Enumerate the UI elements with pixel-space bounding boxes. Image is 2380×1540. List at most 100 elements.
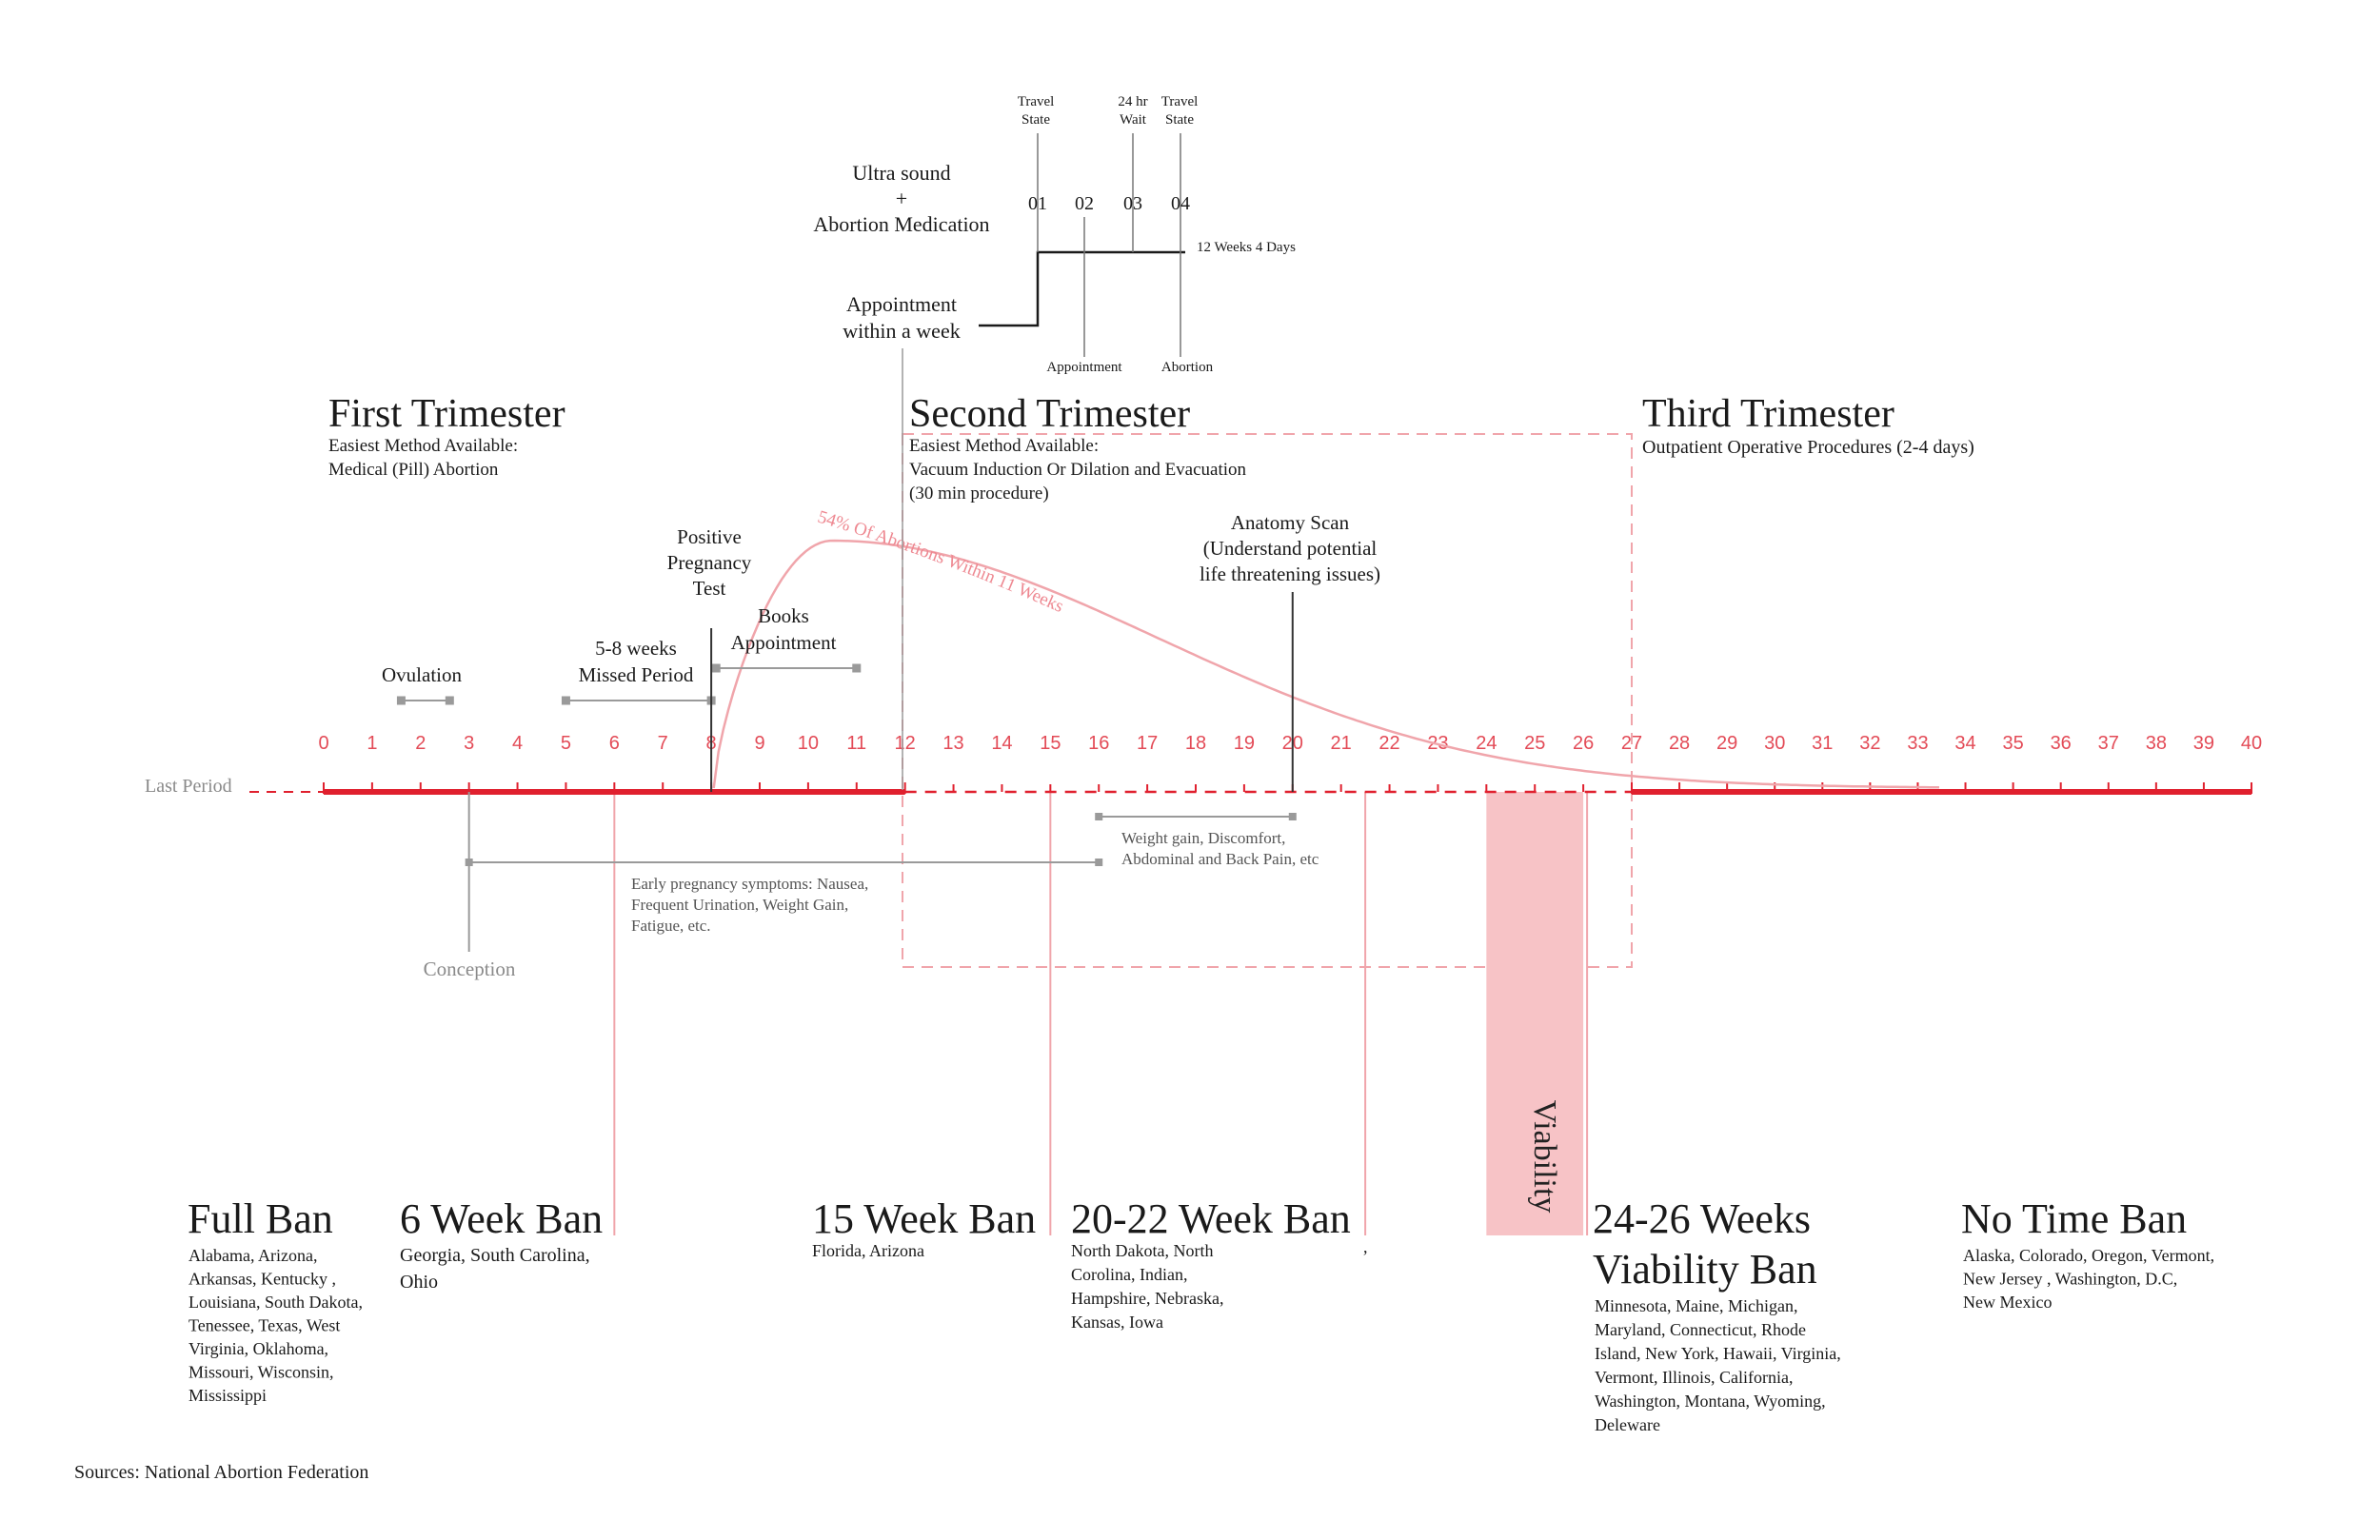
- week-tick-label: 25: [1524, 733, 1545, 754]
- anatomy-scan-line1: Anatomy Scan: [1231, 511, 1350, 534]
- state-list-line: North Dakota, North: [1071, 1241, 1213, 1260]
- viability-ban-section: 24-26 Weeks Viability Ban Minnesota, Mai…: [1593, 1195, 1841, 1434]
- early-symptoms-end: [1095, 859, 1103, 866]
- week-tick-label: 1: [367, 733, 377, 754]
- missed-period-line1: 5-8 weeks: [595, 637, 677, 660]
- fifteen-week-ban-section: 15 Week Ban Florida, Arizona: [812, 1195, 1036, 1260]
- appointment-line2: within a week: [843, 319, 960, 343]
- week-tick-label: 3: [464, 733, 474, 754]
- books-appointment-line2: Appointment: [731, 631, 837, 654]
- week-tick-label: 21: [1331, 733, 1352, 754]
- viability-label: Viability: [1527, 1100, 1562, 1214]
- week-tick-label: 9: [754, 733, 764, 754]
- week-tick-label: 35: [2002, 733, 2023, 754]
- books-appointment-bracket-end: [852, 663, 862, 673]
- state-list-line: New Jersey , Washington, D.C,: [1963, 1270, 2177, 1289]
- week-tick-label: 38: [2146, 733, 2167, 754]
- week-tick-label: 22: [1378, 733, 1399, 754]
- abortion-distribution-curve: [712, 539, 1939, 789]
- second-trimester-line2: Vacuum Induction Or Dilation and Evacuat…: [909, 460, 1247, 480]
- week-tick-label: 27: [1621, 733, 1642, 754]
- six-week-ban-states: Georgia, South Carolina,Ohio: [400, 1245, 590, 1293]
- full-ban-states: Alabama, Arizona,Arkansas, Kentucky ,Lou…: [188, 1246, 363, 1405]
- step-03: 03: [1123, 193, 1142, 214]
- travel2-line2: State: [1165, 112, 1194, 128]
- conception-label: Conception: [424, 958, 516, 980]
- early-symptoms-start: [465, 859, 473, 866]
- first-trimester-line2: Medical (Pill) Abortion: [328, 460, 499, 480]
- week-tick-label: 2: [415, 733, 426, 754]
- ultrasound-line1: Ultra sound: [852, 161, 950, 185]
- weight-gain-line1: Weight gain, Discomfort,: [1121, 829, 1285, 847]
- state-list-line: Hampshire, Nebraska,: [1071, 1289, 1223, 1308]
- viability-ban-states: Minnesota, Maine, Michigan,Maryland, Con…: [1595, 1296, 1841, 1434]
- week-tick-label: 17: [1137, 733, 1158, 754]
- week-tick-label: 31: [1812, 733, 1833, 754]
- curve-label: 54% Of Abortions Within 11 Weeks: [816, 507, 1067, 617]
- anatomy-scan-line3: life threatening issues): [1200, 563, 1380, 585]
- travel1-line1: Travel: [1018, 94, 1055, 109]
- positive-test-line2: Pregnancy: [667, 551, 752, 574]
- event-markers: [396, 592, 1297, 952]
- fifteen-week-ban-states: Florida, Arizona: [812, 1241, 924, 1260]
- missed-period-line2: Missed Period: [579, 663, 694, 686]
- week-tick-label: 14: [991, 733, 1012, 754]
- books-appointment-bracket-start: [711, 663, 721, 673]
- state-list-line: Tenessee, Texas, West: [188, 1316, 340, 1335]
- week-tick-label: 33: [1907, 733, 1928, 754]
- week-tick-label: 18: [1185, 733, 1206, 754]
- viability-region: [1486, 792, 1584, 1235]
- step-01: 01: [1028, 193, 1047, 214]
- week-tick-label: 30: [1764, 733, 1785, 754]
- state-list-line: Mississippi: [188, 1386, 267, 1405]
- weight-gain-start: [1095, 813, 1103, 820]
- state-list-line: Vermont, Illinois, California,: [1595, 1368, 1793, 1387]
- wait-line1: 24 hr: [1118, 94, 1147, 109]
- state-list-line: Florida, Arizona: [812, 1241, 924, 1260]
- positive-test-line3: Test: [693, 577, 726, 600]
- week-tick-label: 26: [1573, 733, 1594, 754]
- week-tick-label: 10: [798, 733, 819, 754]
- first-trimester-line1: Easiest Method Available:: [328, 436, 518, 456]
- state-list-line: Alaska, Colorado, Oregon, Vermont,: [1963, 1246, 2214, 1265]
- state-list-line: Maryland, Connecticut, Rhode: [1595, 1320, 1806, 1339]
- viability-ban-title-line1: 24-26 Weeks: [1593, 1195, 1811, 1242]
- books-appointment-line1: Books: [758, 604, 809, 627]
- week-tick-label: 32: [1859, 733, 1880, 754]
- week-tick-label: 16: [1088, 733, 1109, 754]
- state-list-line: Island, New York, Hawaii, Virginia,: [1595, 1344, 1841, 1363]
- week-tick-label: 39: [2193, 733, 2214, 754]
- state-list-line: Louisiana, South Dakota,: [188, 1293, 363, 1312]
- third-trimester-line1: Outpatient Operative Procedures (2-4 day…: [1642, 437, 1974, 458]
- no-ban-states: Alaska, Colorado, Oregon, Vermont, New Je…: [1963, 1246, 2214, 1312]
- twenty-week-ban-title: 20-22 Week Ban: [1071, 1195, 1351, 1242]
- missed-period-bracket-start: [561, 696, 570, 705]
- ovulation-bracket-start: [396, 696, 406, 705]
- week-tick-label: 24: [1476, 733, 1497, 754]
- no-ban-section: No Time Ban Alaska, Colorado, Oregon, Ve…: [1961, 1195, 2214, 1312]
- procedure-flow: Ultra sound + Abortion Medication Appoin…: [813, 94, 1296, 790]
- state-list-line: Alabama, Arizona,: [188, 1246, 317, 1265]
- week-axis: 0123456789101112131415161718192021222324…: [318, 733, 2262, 795]
- fifteen-week-ban-title: 15 Week Ban: [812, 1195, 1036, 1242]
- early-symptoms-line2: Frequent Urination, Weight Gain,: [631, 896, 848, 914]
- last-period-label: Last Period: [145, 776, 232, 797]
- procedure-step-line: [979, 250, 1185, 327]
- state-list-line: Kansas, Iowa: [1071, 1313, 1163, 1332]
- ovulation-label: Ovulation: [382, 663, 462, 686]
- week-tick-label: 36: [2051, 733, 2072, 754]
- second-trimester-title: Second Trimester: [909, 392, 1190, 436]
- week-tick-label: 29: [1716, 733, 1737, 754]
- week-tick-label: 7: [658, 733, 668, 754]
- state-list-line: Corolina, Indian,: [1071, 1265, 1187, 1284]
- ovulation-bracket-end: [445, 696, 454, 705]
- travel1-line2: State: [1021, 112, 1050, 128]
- weight-gain-end: [1288, 813, 1297, 820]
- step-04: 04: [1171, 193, 1190, 214]
- wait-line2: Wait: [1120, 112, 1147, 128]
- week-tick-label: 4: [512, 733, 523, 754]
- early-symptoms-line3: Fatigue, etc.: [631, 917, 711, 935]
- viability-ban-title-line2: Viability Ban: [1593, 1246, 1817, 1293]
- travel2-line1: Travel: [1161, 94, 1199, 109]
